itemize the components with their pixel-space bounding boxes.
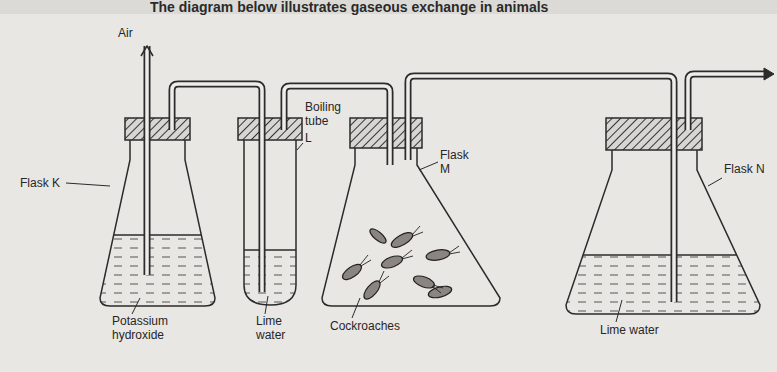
boiling-tube-label: Boiling tube — [305, 100, 351, 128]
antennae — [360, 226, 460, 293]
tube-letter: L — [305, 131, 319, 145]
flask-label: Flask M — [440, 148, 480, 176]
flask-label: Flask K — [20, 176, 66, 190]
potassium-hydroxide-liquid — [100, 235, 215, 306]
air-arrow — [141, 46, 153, 56]
heading: The diagram below illustrates gaseous ex… — [150, 0, 548, 15]
glass-tubes — [147, 46, 764, 302]
stopper — [238, 118, 302, 140]
leader-lines — [66, 143, 722, 322]
flask-k — [100, 140, 215, 306]
stopper — [125, 118, 190, 140]
lime-water-liquid — [566, 255, 760, 314]
flask-label: Flask N — [724, 162, 768, 176]
liquid-surface — [114, 234, 201, 236]
flask-m — [322, 148, 500, 306]
air-label: Air — [118, 26, 148, 40]
boiling-tube-l — [244, 140, 296, 305]
reagent-label: Lime water — [256, 314, 300, 342]
reagent-label: Lime water — [600, 323, 680, 337]
specimen-label: Cockroaches — [330, 319, 420, 333]
cockroaches-drawing — [340, 227, 453, 302]
reagent-label: Potassium hydroxide — [112, 314, 202, 342]
page-top — [0, 0, 777, 14]
liquid-surface — [583, 254, 737, 256]
outlet-arrow — [764, 68, 774, 80]
liquid-surface — [244, 249, 296, 251]
lime-water-liquid — [244, 250, 296, 305]
